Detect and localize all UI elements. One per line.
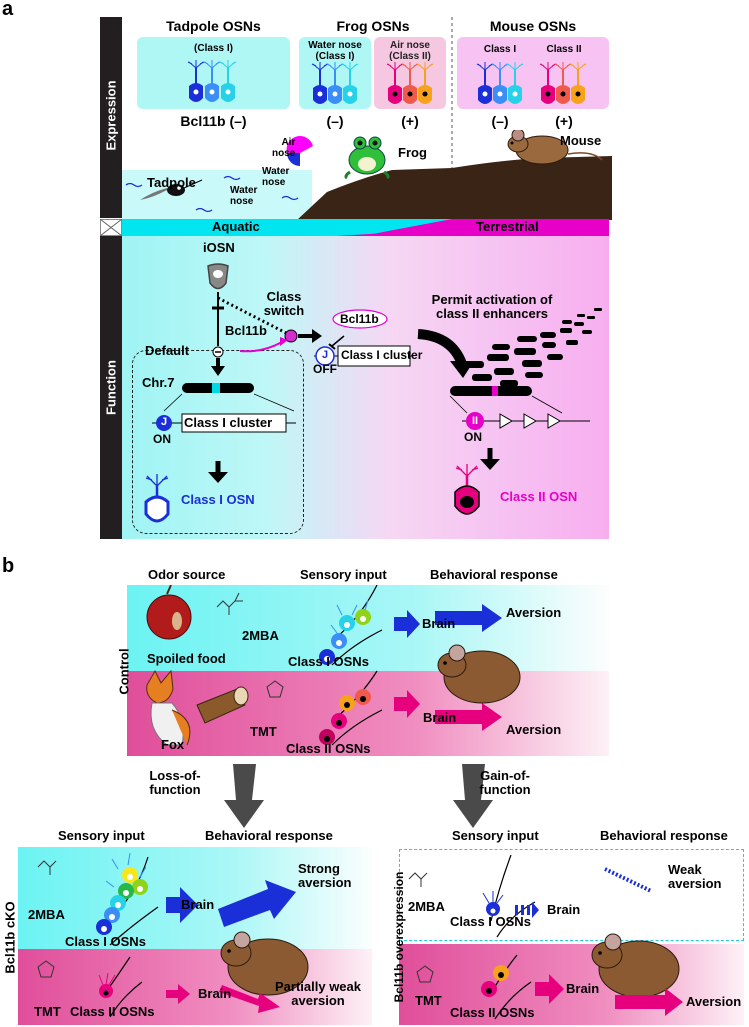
j-off-letter: J [321, 349, 329, 361]
frog-minus-label: (–) [326, 113, 344, 129]
habitat-bar [122, 219, 609, 236]
aquatic-label: Aquatic [212, 219, 260, 234]
class-switch-label: Class switch [263, 289, 305, 319]
neuron-clusters [187, 59, 587, 105]
mouse-minus-label: (–) [491, 113, 509, 129]
on-right-label: ON [464, 430, 482, 444]
class2-osn-label: Class II OSN [500, 489, 578, 504]
cko-brain2-label: Brain [198, 986, 232, 1001]
control-brain2-label: Brain [423, 710, 457, 725]
frog-plus-label: (+) [401, 113, 419, 129]
control-2mba-label: 2MBA [242, 628, 279, 643]
cko-label: Bcl11b cKO [2, 901, 18, 974]
panel-a-label: a [2, 0, 14, 20]
class1-cluster-left-label: Class I cluster [184, 415, 273, 430]
cko-cyan-band [18, 847, 372, 949]
frog-water-label: Water nose (Class I) [308, 40, 362, 62]
cko-class1-label: Class I OSNs [65, 934, 146, 949]
cko-pink-band [18, 949, 372, 1025]
cko-sensory-header: Sensory input [58, 828, 145, 843]
oe-behavior-header: Behavioral response [600, 828, 728, 843]
function-sidebar [100, 236, 122, 539]
oe-pink-band [399, 944, 744, 1025]
odor-source-header: Odor source [148, 567, 226, 582]
control-class2-label: Class II OSNs [286, 741, 371, 756]
branch-arrows [224, 764, 493, 828]
strong-aversion-label: Strong aversion [298, 861, 352, 891]
frog-label: Frog [398, 145, 427, 160]
fox-label: Fox [161, 737, 185, 752]
bcl11b-center-label: Bcl11b [340, 312, 379, 326]
oe-class2-label: Class II OSNs [450, 1005, 535, 1020]
expression-sidebar [100, 17, 122, 218]
tadpole-class-label: (Class I) [194, 43, 233, 54]
mouse-label: Mouse [560, 133, 602, 148]
tadpole-bcl-label: Bcl11b (–) [180, 113, 247, 129]
control-class1-label: Class I OSNs [288, 654, 369, 669]
oe-aversion-label: Aversion [686, 994, 742, 1009]
cko-brain1-label: Brain [181, 897, 215, 912]
control-brain1-label: Brain [422, 616, 456, 631]
partial-aversion-label: Partially weak aversion [275, 979, 361, 1009]
on-left-label: ON [153, 432, 171, 446]
oe-diagram [408, 854, 683, 1020]
oe-dashed-box [399, 849, 744, 941]
default-label: Default [145, 343, 190, 358]
cko-tmt-label: TMT [34, 1004, 61, 1019]
class1-osn-label: Class I OSN [181, 492, 255, 507]
function-diagram [144, 263, 602, 523]
function-label: Function [103, 360, 119, 415]
control-aversion2-label: Aversion [506, 722, 562, 737]
tadpole-label: Tadpole [147, 175, 196, 190]
water-nose-frog-label: Water nose [262, 166, 290, 188]
behavioral-response-header: Behavioral response [430, 567, 558, 582]
chr7-label: Chr.7 [142, 375, 175, 390]
class1-cluster-center-label: Class I cluster [341, 348, 423, 362]
permit-label: Permit activation of class II enhancers [431, 292, 553, 322]
bcl11b-left-label: Bcl11b [225, 323, 267, 338]
frog-air-label: Air nose (Class II) [389, 40, 431, 62]
landscape-scene [122, 130, 612, 220]
cko-diagram [37, 852, 309, 1018]
sidebar-cross [100, 219, 122, 236]
off-label: OFF [313, 362, 337, 376]
sensory-input-header: Sensory input [300, 567, 387, 582]
cko-behavior-header: Behavioral response [205, 828, 333, 843]
cko-class2-label: Class II OSNs [70, 1004, 155, 1019]
weak-aversion-label: Weak aversion [668, 862, 722, 892]
frog-osns-title: Frog OSNs [336, 18, 410, 34]
panel-b-label: b [2, 555, 15, 577]
iosn-label: iOSN [203, 240, 235, 255]
cko-2mba-label: 2MBA [28, 907, 65, 922]
divider-line [451, 17, 453, 177]
water-nose-tadpole-label: Water nose [230, 185, 258, 207]
oe-sensory-header: Sensory input [452, 828, 539, 843]
mouse-osns-title: Mouse OSNs [489, 18, 577, 34]
oe-tmt-label: TMT [415, 993, 442, 1008]
mouse-class2-label: Class II [546, 44, 582, 55]
j-on-letter: J [160, 416, 168, 428]
oe-brain2-label: Brain [566, 981, 600, 996]
ii-letter: II [471, 415, 479, 427]
oe-class1-label: Class I OSNs [450, 914, 531, 929]
control-aversion1-label: Aversion [506, 605, 562, 620]
mouse-plus-label: (+) [555, 113, 573, 129]
spoiled-food-label: Spoiled food [147, 651, 226, 666]
gain-of-function-label: Gain-of- function [479, 768, 531, 798]
oe-brain1-label: Brain [547, 902, 581, 917]
oe-2mba-label: 2MBA [408, 899, 445, 914]
terrestrial-label: Terrestrial [476, 219, 539, 234]
control-diagram [146, 585, 521, 746]
loss-of-function-label: Loss-of- function [149, 768, 201, 798]
air-nose-label: Air nose [272, 137, 296, 159]
control-tmt-label: TMT [250, 724, 277, 739]
control-cyan-band [127, 585, 609, 671]
tadpole-osns-title: Tadpole OSNs [166, 18, 261, 34]
mouse-class1-label: Class I [483, 44, 517, 55]
